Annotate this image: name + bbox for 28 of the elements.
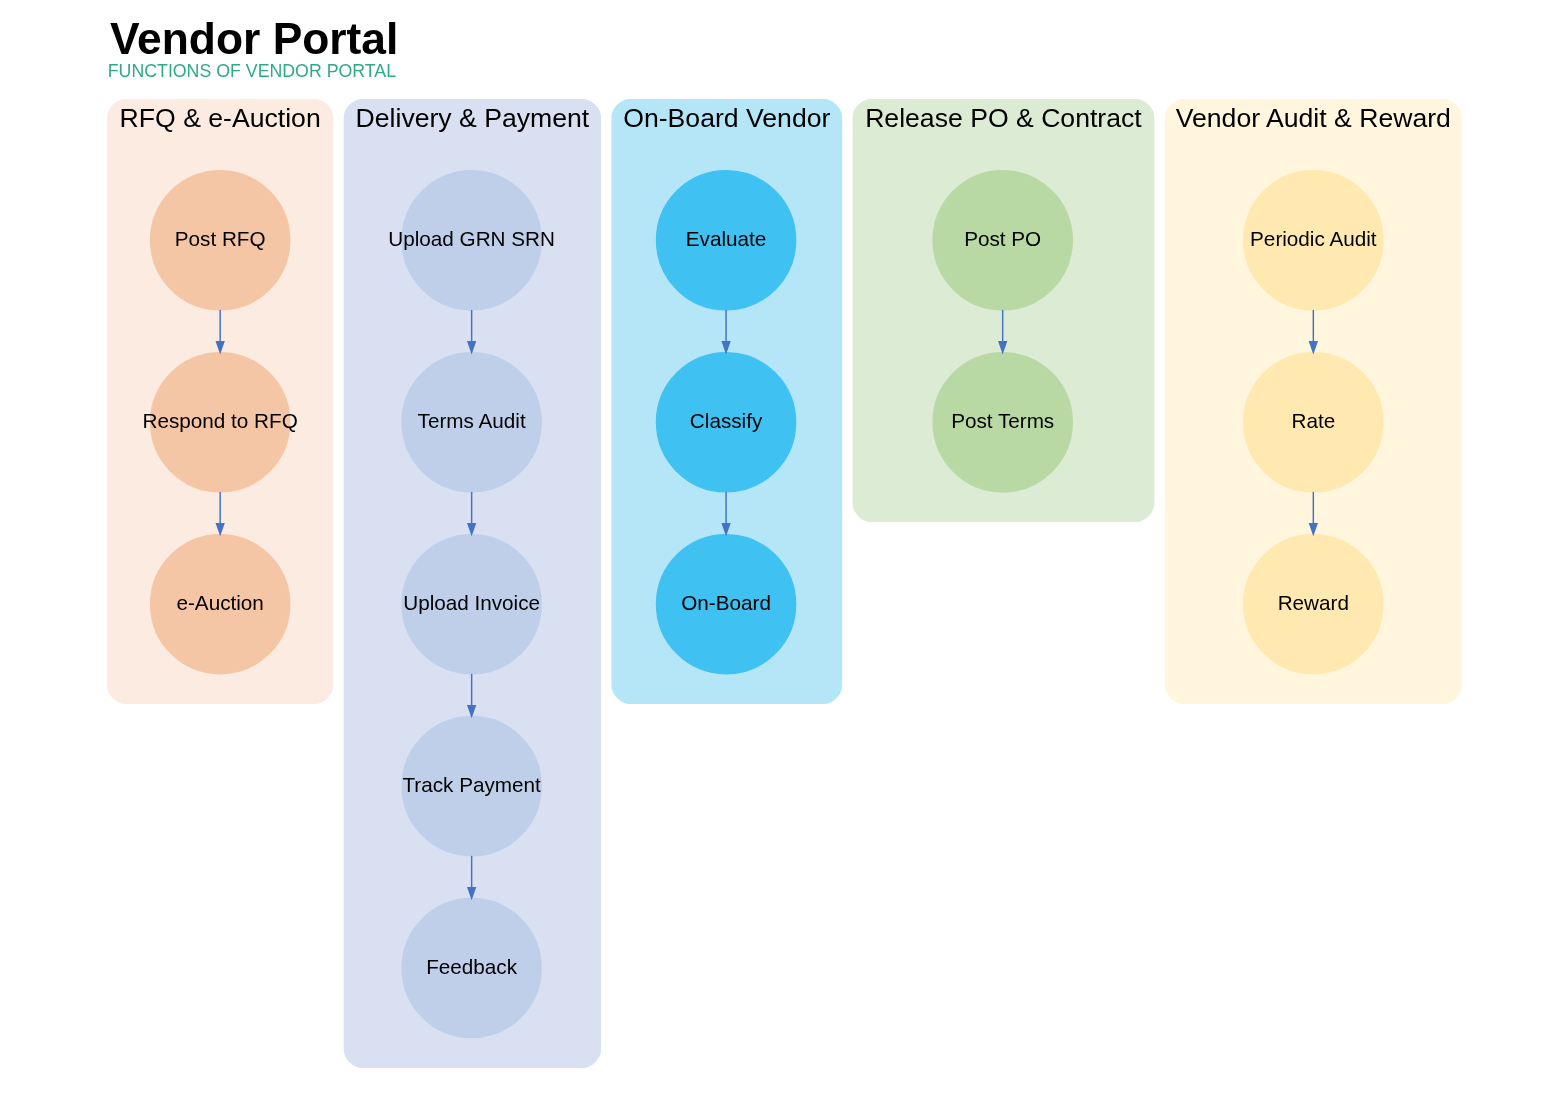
diagram-title: Vendor Portal [109,13,398,63]
arrow [466,491,476,537]
arrow [720,309,731,355]
node-circle: Post Terms [931,352,1073,493]
arrow [466,309,476,355]
node-circle: Classify [655,352,796,493]
node-circle: e-Auction [149,533,290,675]
caption: FUNCTIONS OF VENDOR PORTAL [107,60,396,81]
arrow [997,309,1007,355]
node-circle: Post PO [931,170,1073,311]
node-circle: Feedback [400,897,542,1039]
arrow [466,673,476,719]
arrow [466,855,476,901]
arrow [720,491,731,537]
node-circle: Upload Invoice [400,533,542,675]
node-circle: Reward [1242,533,1384,675]
node-circle: On-Board [655,533,796,675]
arrow [1308,309,1318,355]
node-circle: Evaluate [655,170,796,311]
arrow [215,491,225,537]
node-label: Upload GRN SRN [387,226,555,250]
arrow [215,309,225,355]
arrow [1308,491,1318,537]
node-circle: Post RFQ [149,170,290,311]
node-circle: Rate [1242,352,1384,493]
node-circle: Terms Audit [400,352,542,493]
node-circle: Periodic Audit [1242,170,1384,311]
node-circle: Track Payment [400,715,542,857]
